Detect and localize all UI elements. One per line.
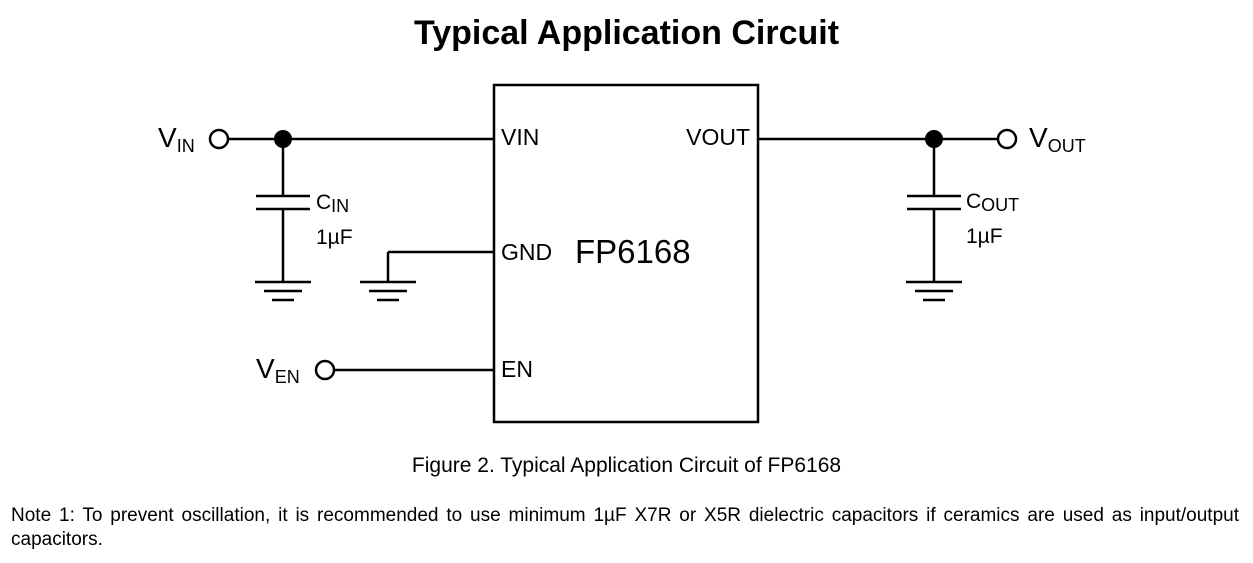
design-note: Note 1: To prevent oscillation, it is re… [11,505,1239,550]
vout-terminal-circle [996,128,1018,150]
vout-terminal-label: VOUT [1029,122,1086,156]
ven-terminal-circle [314,359,336,381]
cout-capacitor [907,139,961,282]
figure-caption: Figure 2. Typical Application Circuit of… [411,454,842,477]
cin-label: CIN [316,191,349,216]
cin-ground-symbol [255,280,311,302]
pin-label-vout: VOUT [686,124,750,150]
cin-capacitor [256,139,310,282]
diagram-title: Typical Application Circuit [413,14,840,52]
gnd-wire [386,250,494,282]
cin-value: 1µF [316,226,353,249]
circuit-diagram: VIN VOUT GND EN FP6168 VIN VOUT VEN CIN … [158,83,1086,424]
cout-value: 1µF [966,225,1003,248]
vin-terminal-label: VIN [158,122,195,156]
pin-label-gnd: GND [501,239,552,265]
pin-label-en: EN [501,356,533,382]
pin-label-vin: VIN [501,124,539,150]
vin-terminal-circle [208,128,230,150]
ic-part-name: FP6168 [575,233,691,270]
ic-body [492,83,760,424]
cout-ground-symbol [906,280,962,302]
gnd-ground-symbol [360,280,416,302]
cout-label: COUT [966,190,1019,215]
ven-terminal-label: VEN [256,353,300,387]
